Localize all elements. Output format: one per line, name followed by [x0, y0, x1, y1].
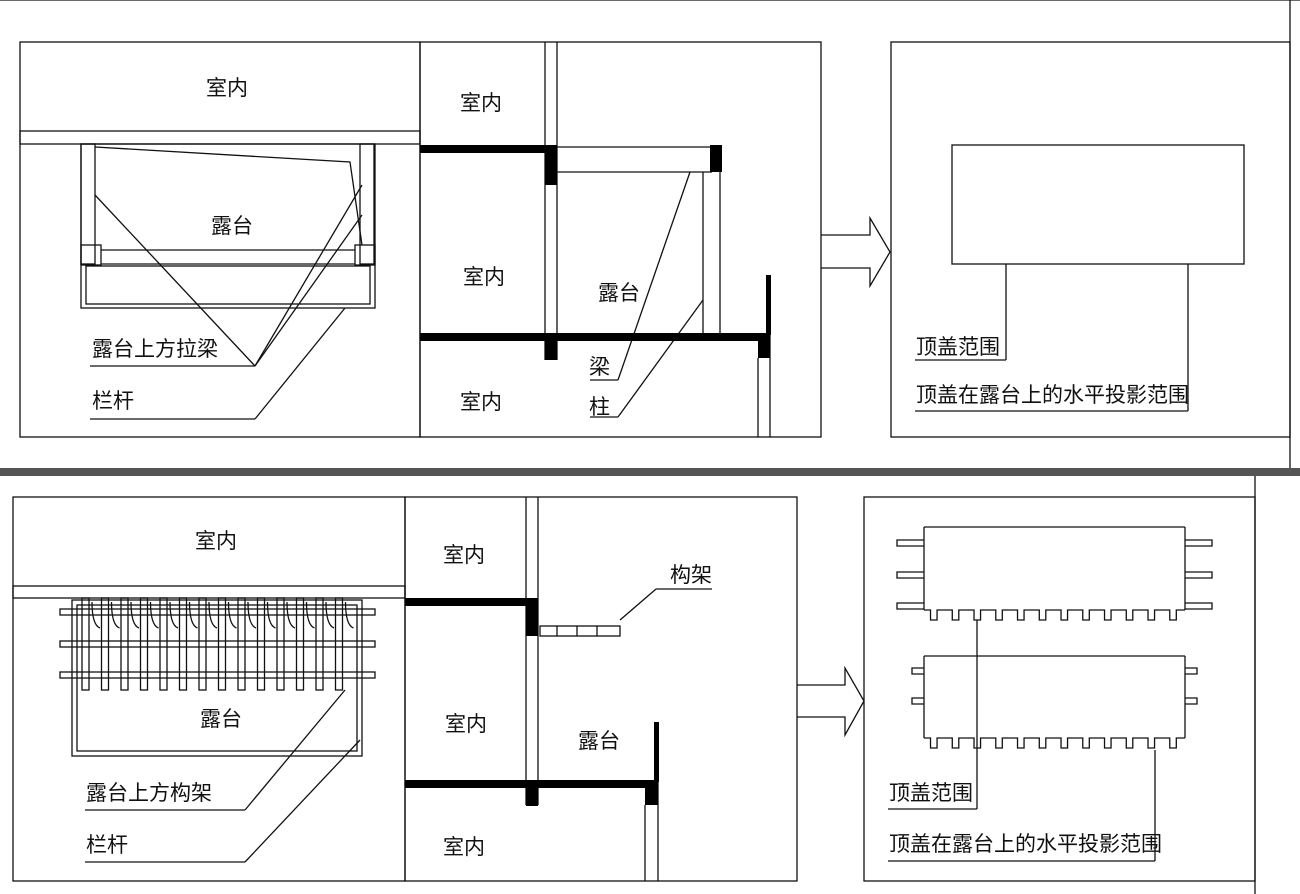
bottom-result-cover-label: 顶盖范围 — [889, 781, 973, 805]
top-section-terrace-label: 露台 — [598, 281, 640, 305]
pergola-slat-shadow — [286, 601, 296, 629]
pergola-slat — [256, 597, 266, 691]
beam-leader-2 — [254, 184, 363, 367]
top-section-column-label: 柱 — [589, 395, 610, 419]
pergola-slat-shadow — [247, 601, 257, 629]
bottom-section-indoor-lower: 室内 — [443, 835, 485, 859]
beam-leader-3 — [254, 214, 363, 367]
cover-side-tab — [911, 697, 924, 705]
top-section-indoor-middle: 室内 — [463, 265, 505, 289]
pergola-slat-shadow — [325, 601, 335, 629]
bottom-plan-frame-label: 露台上方构架 — [86, 781, 212, 805]
bottom-plan-terrace-label: 露台 — [200, 707, 242, 731]
beam-leader-1 — [94, 194, 256, 367]
cover-side-tab — [896, 571, 924, 579]
pergola-slat — [276, 597, 285, 691]
cover-side-tab — [1185, 697, 1198, 705]
pergola-slat — [81, 597, 90, 691]
row-separator — [0, 468, 1300, 476]
top-plan-panel — [19, 41, 421, 438]
bottom-plan-railing-label: 栏杆 — [86, 833, 128, 857]
pergola-slat-shadow — [110, 601, 120, 629]
section-frame-leader — [619, 588, 657, 621]
top-section-beam-label: 梁 — [589, 355, 610, 379]
pergola-slat-shadow — [227, 601, 237, 629]
pergola-slat — [139, 597, 149, 691]
cover-outline — [923, 526, 1186, 621]
pergola-slat-shadow — [169, 601, 179, 629]
top-arrow-icon — [821, 215, 891, 289]
bottom-railing-leader — [244, 739, 361, 863]
bottom-plan-panel — [12, 496, 406, 882]
bottom-result-projection-label: 顶盖在露台上的水平投影范围 — [889, 832, 1162, 856]
pergola-slat — [217, 597, 227, 691]
pergola-slat — [334, 597, 344, 691]
top-plan-terrace-label: 露台 — [211, 214, 253, 238]
pergola-slat-shadow — [266, 601, 276, 629]
pergola-slat — [315, 597, 324, 691]
top-section-indoor-upper: 室内 — [460, 91, 502, 115]
cover-side-tab — [1185, 539, 1213, 547]
pergola-slat — [237, 597, 246, 691]
pergola-slat — [295, 597, 305, 691]
bottom-section-indoor-middle: 室内 — [445, 712, 487, 736]
top-plan-indoor-label: 室内 — [206, 76, 248, 100]
top-section-indoor-lower: 室内 — [460, 390, 502, 414]
pergola-slat-shadow — [91, 601, 101, 629]
bottom-section-frame-label: 构架 — [670, 563, 712, 587]
bottom-result-panel — [863, 496, 1256, 882]
pergola-slat — [198, 597, 207, 691]
cover-side-tab — [911, 667, 924, 675]
section-beam-leader — [617, 171, 691, 381]
section-column-leader — [617, 299, 704, 418]
railing-leader — [254, 307, 346, 420]
pergola-slat — [120, 597, 129, 691]
top-section-solid-walls — [420, 145, 771, 360]
cover-outline-lower — [911, 655, 1198, 749]
pergola-frame — [81, 597, 354, 691]
frame-leader — [244, 689, 346, 811]
pergola-slat — [159, 597, 168, 691]
pergola-slat-shadow — [344, 601, 354, 629]
cover-side-tab — [1185, 571, 1213, 579]
bottom-plan-indoor-label: 室内 — [195, 529, 237, 553]
bottom-section-indoor-upper: 室内 — [443, 543, 485, 567]
pergola-slat-shadow — [208, 601, 218, 629]
pergola-slat-shadow — [149, 601, 159, 629]
cover-outline — [923, 655, 1186, 749]
cover-side-tab — [1185, 667, 1198, 675]
pergola-slat-shadow — [305, 601, 315, 629]
pergola-slat — [178, 597, 188, 691]
pergola-slat — [100, 597, 110, 691]
pergola-slat-shadow — [188, 601, 198, 629]
top-plan-beam-label: 露台上方拉梁 — [92, 337, 218, 361]
cover-side-tab — [896, 539, 924, 547]
cover-side-tab — [1185, 602, 1213, 610]
pergola-slat-shadow — [130, 601, 140, 629]
top-plan-railing-label: 栏杆 — [92, 389, 134, 413]
bottom-section-solid-walls — [405, 598, 659, 806]
bottom-arrow-icon — [797, 665, 865, 738]
top-result-panel — [890, 41, 1291, 438]
bottom-section-terrace-label: 露台 — [578, 729, 620, 753]
top-result-projection-label: 顶盖在露台上的水平投影范围 — [916, 383, 1189, 407]
top-result-cover-label: 顶盖范围 — [916, 335, 1000, 359]
cover-side-tab — [896, 602, 924, 610]
cover-outline-upper — [896, 526, 1213, 621]
